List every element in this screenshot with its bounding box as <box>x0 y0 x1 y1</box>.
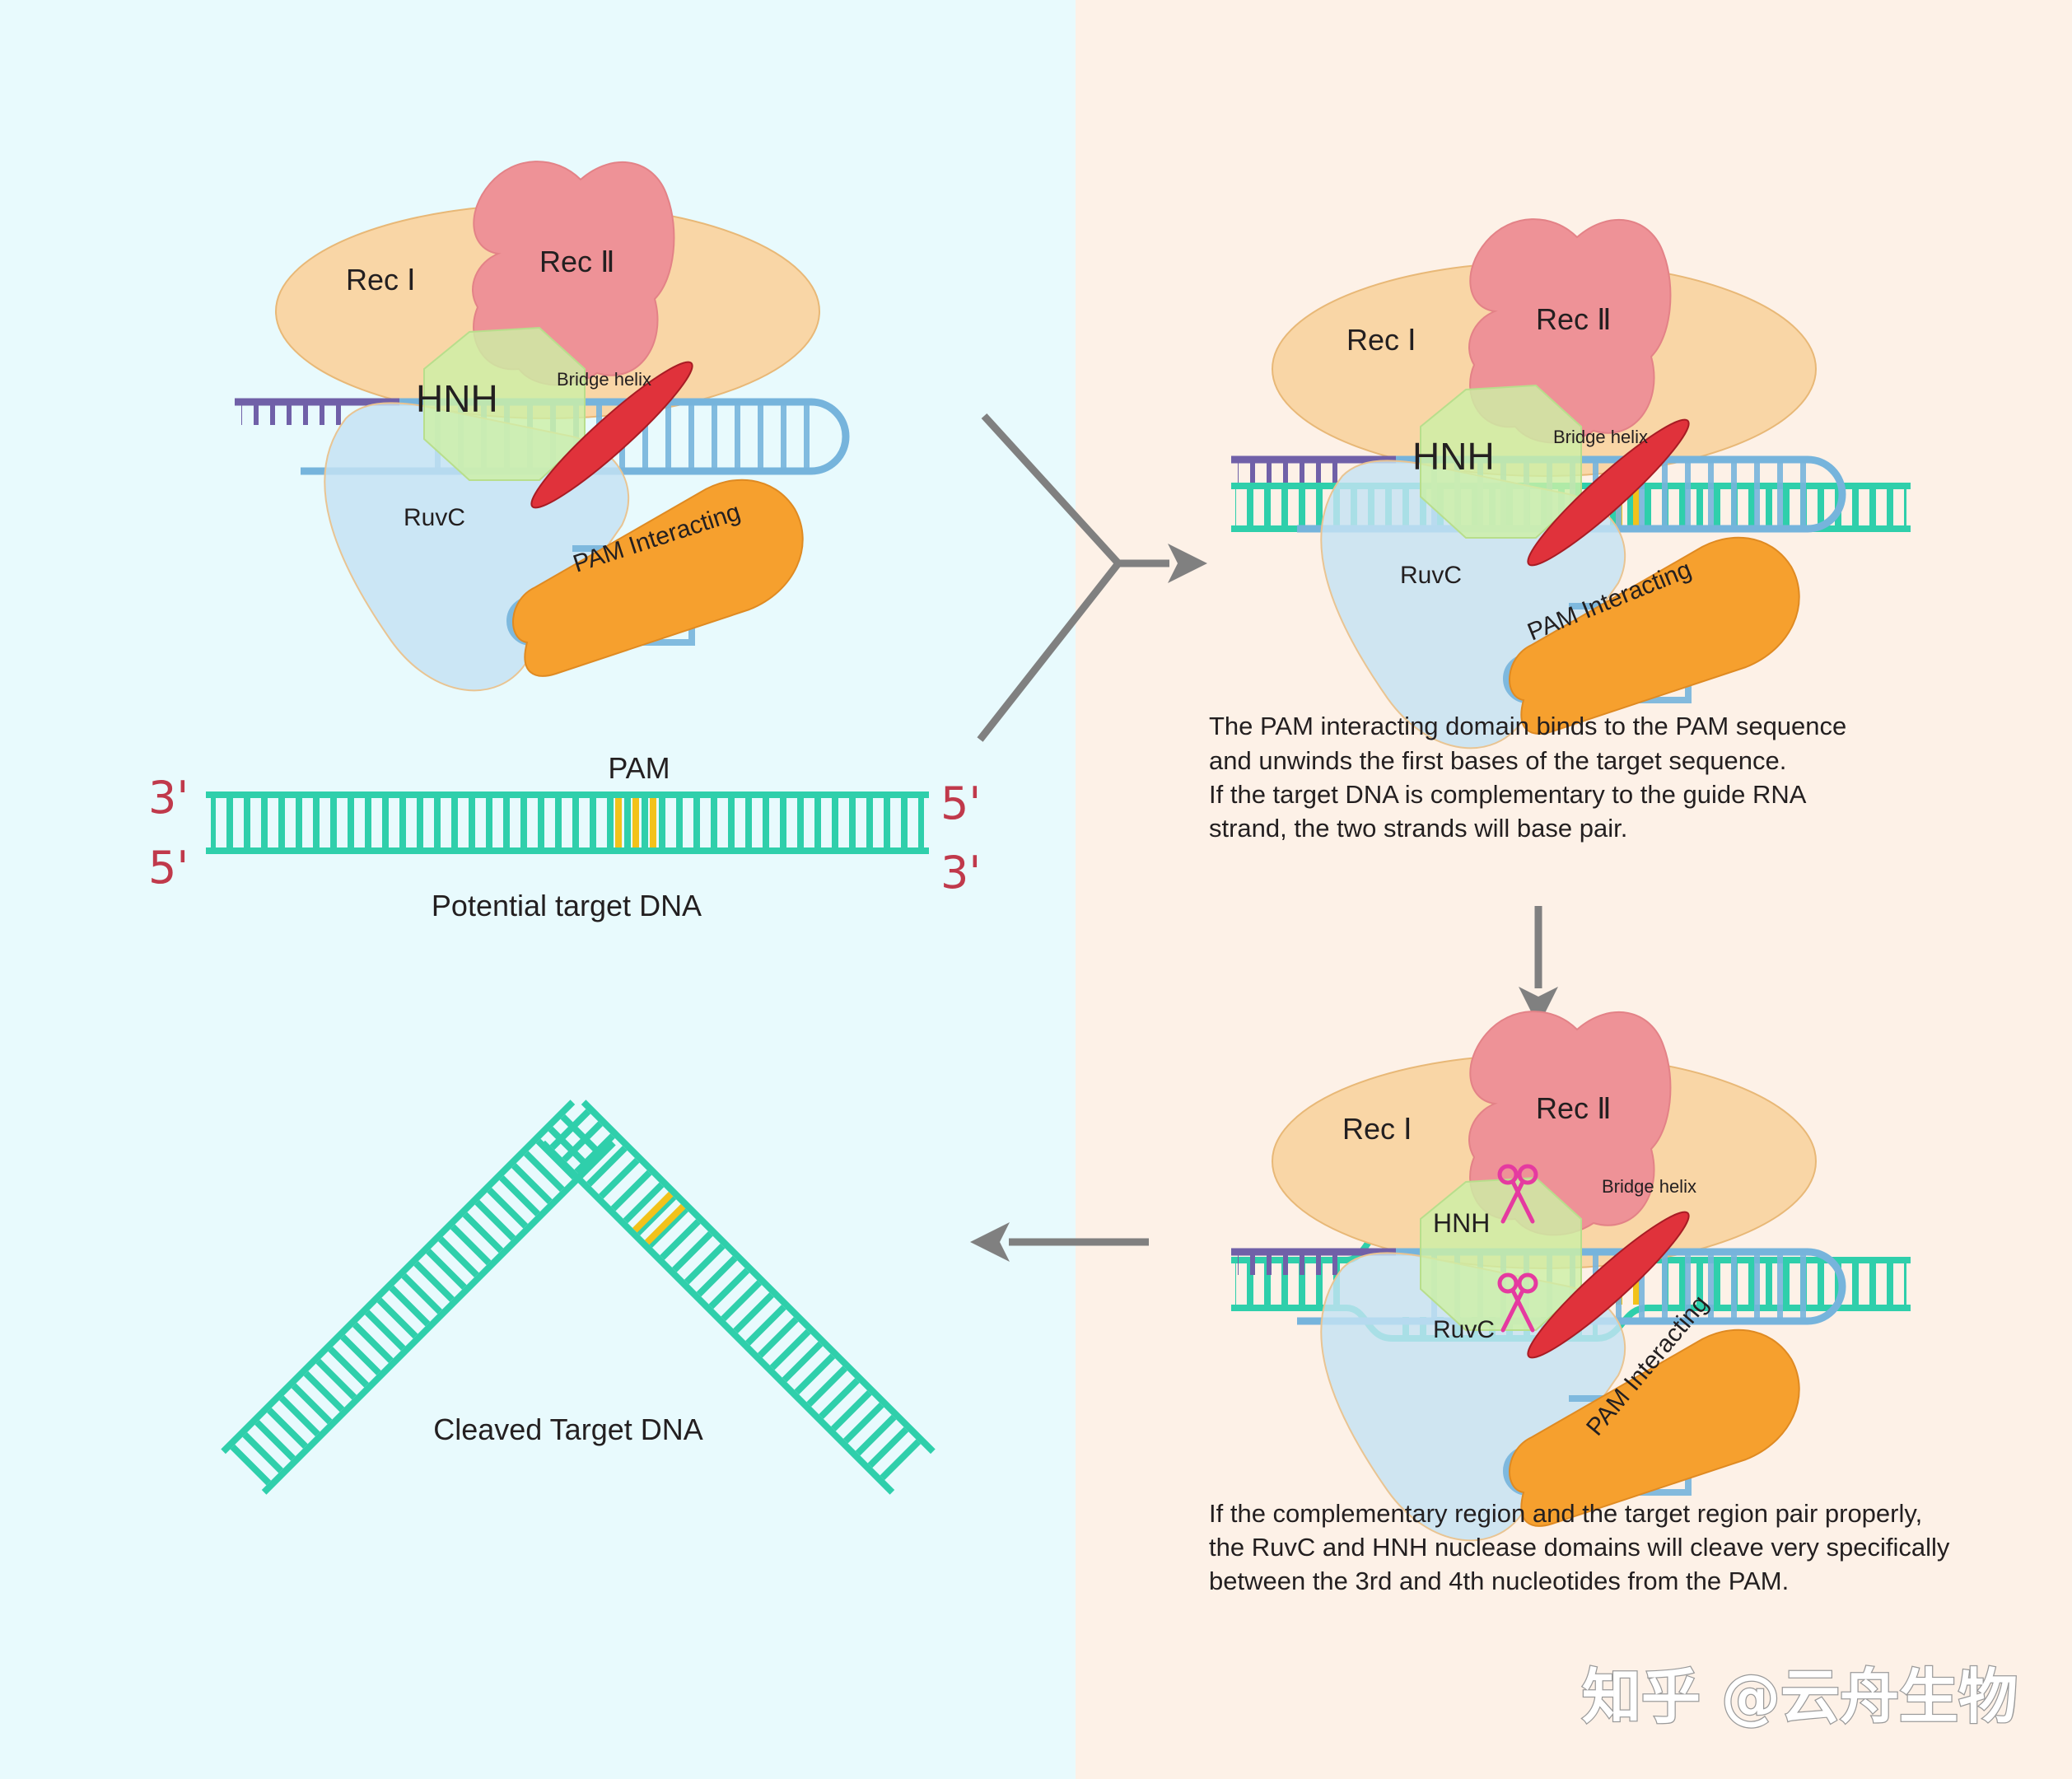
cleaved-target-dna: Cleaved Target DNA <box>221 1100 936 1495</box>
step3-line-2: the RuvC and HNH nuclease domains will c… <box>1209 1533 1950 1562</box>
cas9-complex-step2: Rec Ⅰ Rec Ⅱ HNH RuvC Bridge helix PAM In… <box>1231 219 1911 748</box>
prime-label-left-bottom: 5' <box>148 842 189 894</box>
pam-label: PAM <box>608 751 670 785</box>
cleaved-fragment-right <box>540 1100 936 1495</box>
hnh-label: HNH <box>416 377 498 420</box>
rec1-label: Rec Ⅰ <box>1346 323 1416 357</box>
rec2-label: Rec Ⅱ <box>539 245 615 278</box>
hnh-label: HNH <box>1412 435 1495 478</box>
step3-description: If the complementary region and the targ… <box>1209 1499 1950 1595</box>
potential-target-dna: PAM 3' 5' 5' 3' Potential target DNA <box>148 751 981 922</box>
step2-line-2: and unwinds the first bases of the targe… <box>1209 746 1786 775</box>
step2-line-3: If the target DNA is complementary to th… <box>1209 780 1807 809</box>
rec1-label: Rec Ⅰ <box>1342 1112 1412 1146</box>
prime-label-right-bottom: 3' <box>940 847 981 899</box>
cleaved-fragment-left <box>221 1100 616 1495</box>
step2-description: The PAM interacting domain binds to the … <box>1209 712 1846 843</box>
prime-label-right-top: 5' <box>940 777 981 829</box>
cleaved-target-label: Cleaved Target DNA <box>433 1412 703 1446</box>
cas9-complex-step1: Rec Ⅰ Rec Ⅱ HNH RuvC Bridge helix PAM In… <box>235 161 846 690</box>
step3-line-1: If the complementary region and the targ… <box>1209 1499 1922 1528</box>
ruvc-label: RuvC <box>1433 1316 1495 1343</box>
merge-arrow <box>977 413 1207 742</box>
ruvc-label: RuvC <box>404 504 465 531</box>
cas9-complex-step3: Rec Ⅰ Rec Ⅱ HNH RuvC Bridge helix PAM In… <box>1231 1011 1911 1540</box>
step2-line-1: The PAM interacting domain binds to the … <box>1209 712 1846 740</box>
step2-line-4: strand, the two strands will base pair. <box>1209 814 1627 843</box>
bridge-helix-label: Bridge helix <box>557 369 651 390</box>
rec2-label: Rec Ⅱ <box>1536 1091 1612 1125</box>
rec1-label: Rec Ⅰ <box>346 263 416 296</box>
left-arrow <box>970 1222 1149 1262</box>
down-arrow <box>1519 906 1558 1026</box>
step3-line-3: between the 3rd and 4th nucleotides from… <box>1209 1567 1789 1595</box>
potential-target-label: Potential target DNA <box>432 889 702 922</box>
rec2-label: Rec Ⅱ <box>1536 302 1612 336</box>
hnh-label: HNH <box>1433 1208 1490 1238</box>
bridge-helix-label: Bridge helix <box>1602 1176 1696 1197</box>
ruvc-label: RuvC <box>1400 562 1462 589</box>
prime-label-left-top: 3' <box>148 772 189 824</box>
watermark: 知乎 @云舟生物 <box>1582 1662 2018 1731</box>
bridge-helix-label: Bridge helix <box>1553 427 1648 447</box>
